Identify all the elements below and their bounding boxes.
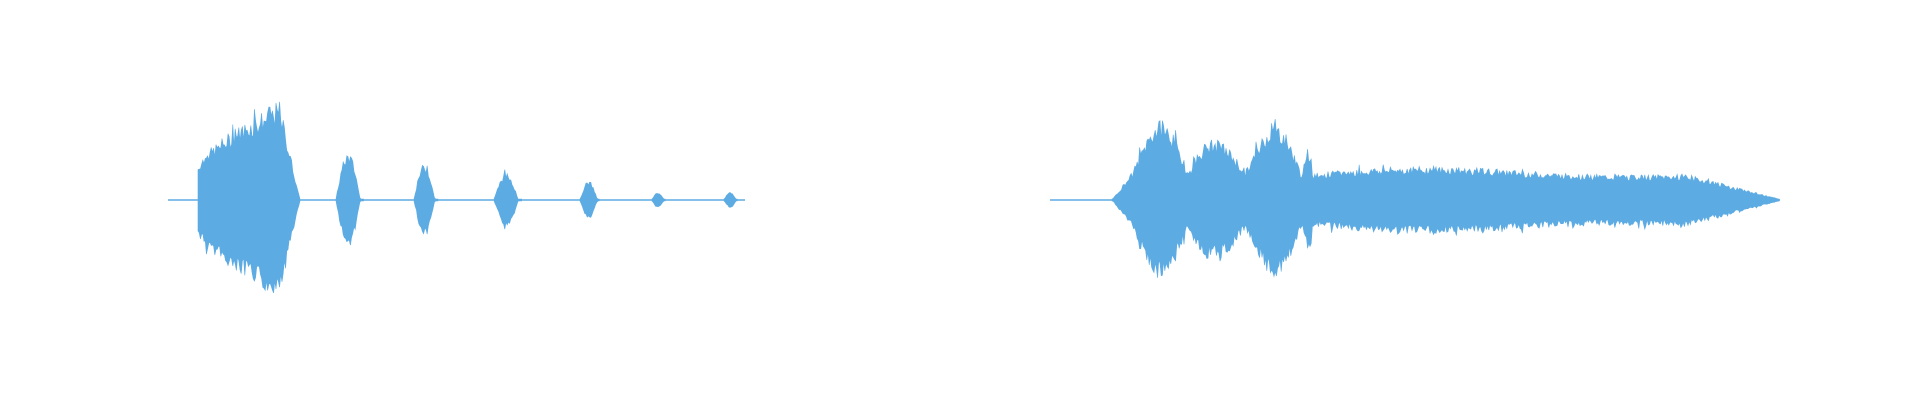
- waveform-burst-1-5: [579, 181, 600, 218]
- waveform-burst-1-1: [197, 101, 301, 294]
- waveform-clip-2: [1050, 119, 1780, 278]
- waveform-burst-1-4: [493, 169, 522, 230]
- waveform-burst-2-1: [1111, 119, 1780, 278]
- waveform-burst-1-3: [413, 164, 439, 235]
- waveform-burst-1-2: [335, 155, 364, 246]
- waveform-burst-1-7: [723, 192, 738, 208]
- waveform-clip-1: [168, 101, 745, 294]
- waveform-burst-1-6: [651, 193, 666, 208]
